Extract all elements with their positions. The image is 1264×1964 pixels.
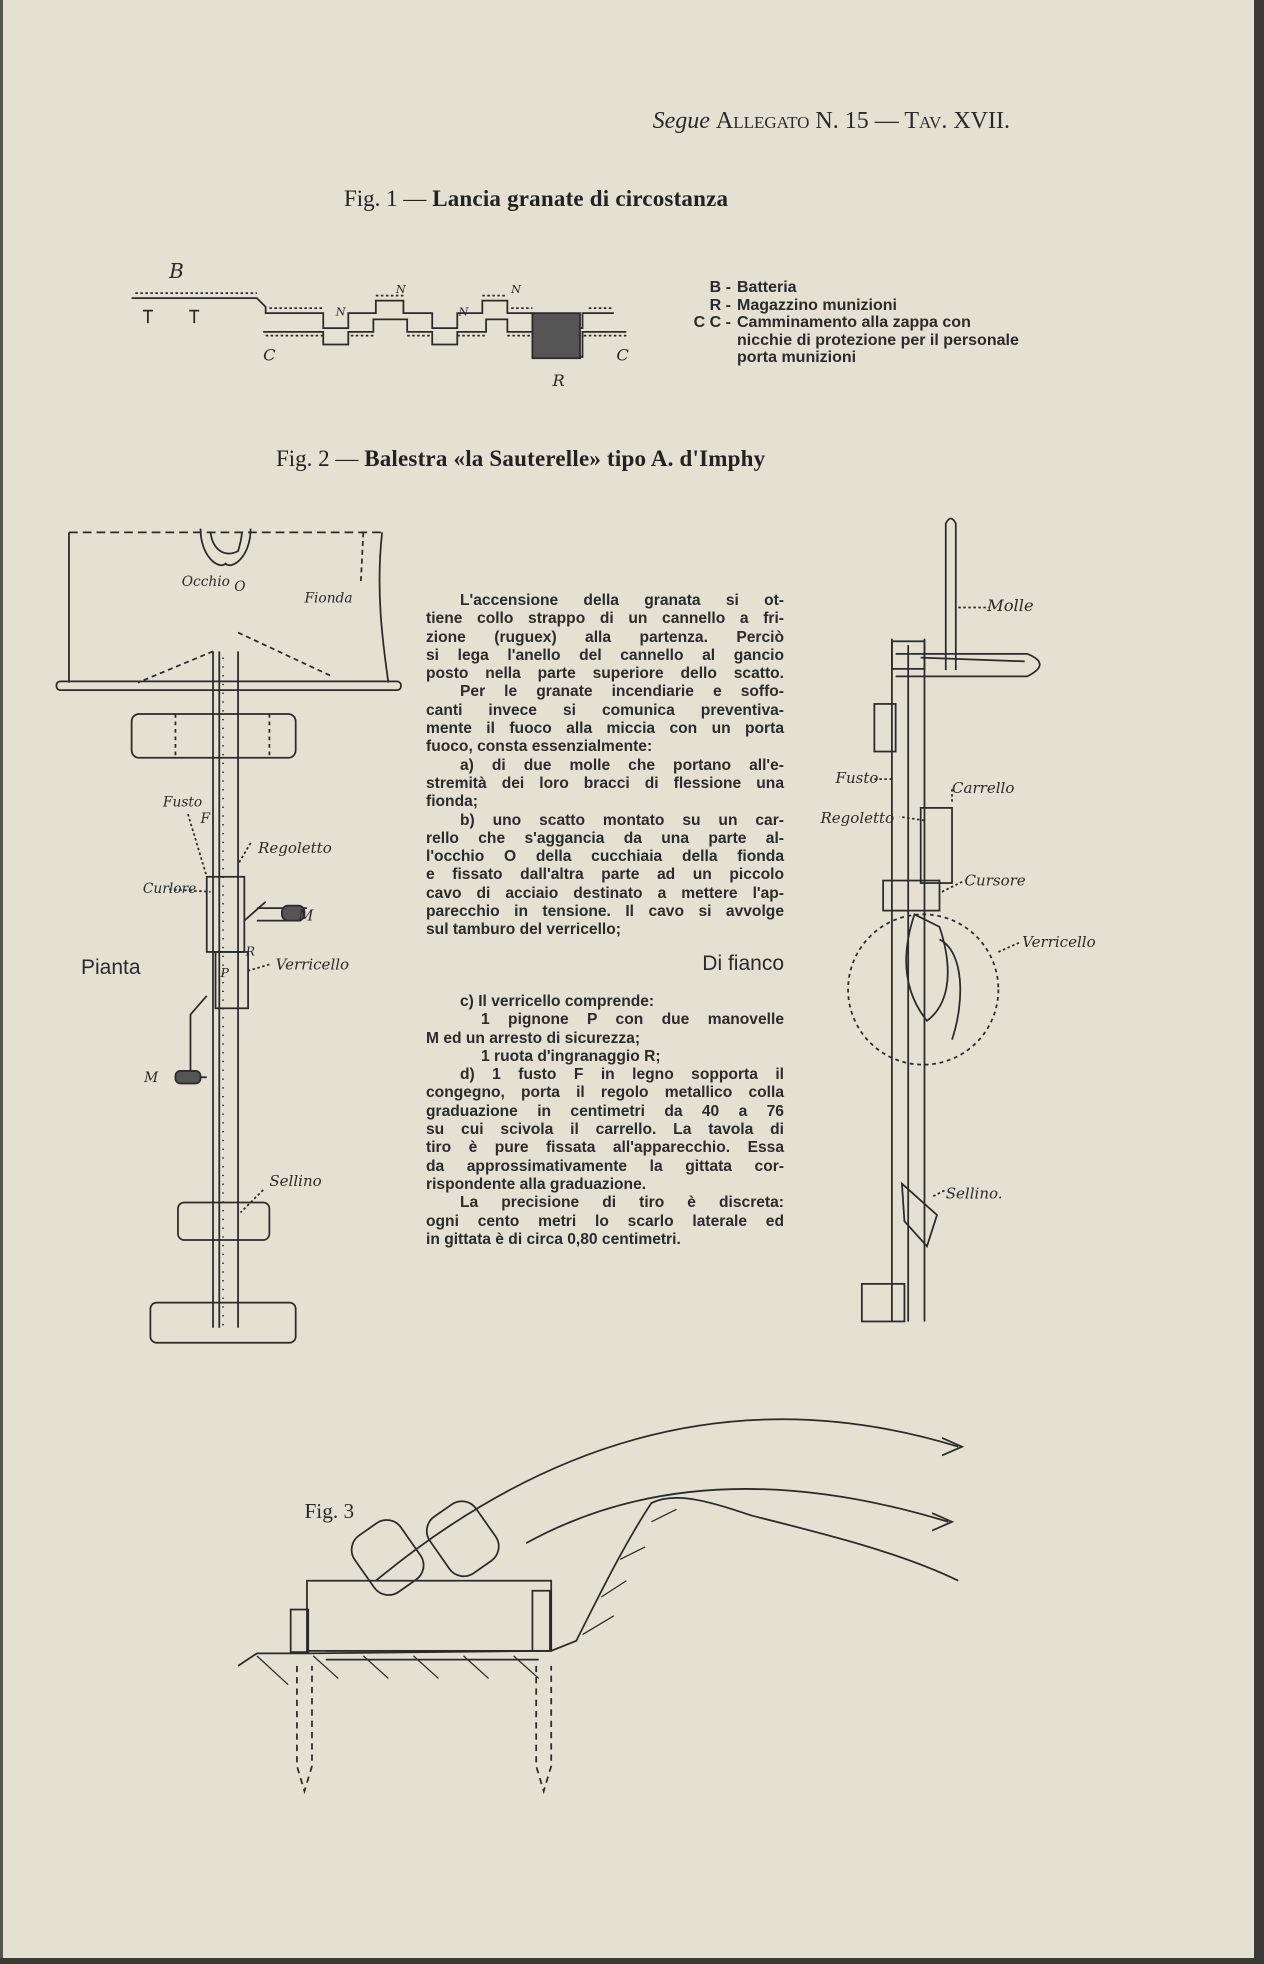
scan-edge-left — [0, 0, 3, 1964]
fig1-title: Fig. 1 — Lancia granate di circostanza — [344, 186, 728, 212]
legend-row: B - Batteria — [676, 279, 1037, 297]
fig2-title-text: Balestra «la Sauterelle» tipo A. d'Imphy — [364, 446, 766, 471]
text-line: Per le granate incendiarie e soffo- — [460, 683, 784, 701]
text-line: c) Il verricello comprende: — [460, 993, 655, 1010]
legend-row: C C - Camminamento alla zappa con nicchie… — [676, 314, 1037, 367]
label-sellino: Sellino — [269, 1172, 321, 1190]
fig1-title-text: Lancia granate di circostanza — [432, 186, 729, 211]
label-m: M — [143, 1070, 159, 1086]
label-fionda: Fionda — [303, 590, 352, 606]
fig1-label-n: N — [510, 283, 522, 296]
label-carrello: Carrello — [952, 779, 1014, 797]
text-line: 1 pignone P con due manovelle — [481, 1011, 784, 1029]
label-occhio: Occhio — [182, 574, 230, 590]
di-fianco-label: Di fianco — [702, 952, 784, 975]
label-o: O — [234, 579, 245, 595]
fig3-trajectory-drawing — [237, 1418, 965, 1795]
text-line: L'accensione della granata si ot- — [460, 592, 784, 609]
text-line: La precisione di tiro è discreta: — [460, 1194, 784, 1212]
fig1-label-n: N — [395, 283, 407, 296]
text-line: l'occhio O della cucchiaia della fionda — [426, 848, 784, 866]
text-line: M ed un arresto di sicurezza; — [426, 1029, 641, 1047]
fig1-label-r: R — [551, 371, 564, 390]
text-line: in gittata è di circa 0,80 centimetri. — [426, 1230, 681, 1248]
fig1-label-b: B — [168, 259, 184, 283]
text-line: sul tamburo del verricello; — [426, 921, 621, 939]
legend-key: B - — [709, 279, 731, 296]
text-line: da approssimativamente la gittata cor- — [426, 1157, 784, 1175]
crossbow-side-drawing — [847, 517, 1041, 1323]
label-regoletto: Regoletto — [257, 839, 332, 857]
crossbow-plan-drawing — [55, 528, 402, 1344]
label-verricello-side: Verricello — [1022, 933, 1095, 951]
fig1-label-n: N — [458, 306, 470, 319]
text-line: congegno, porta il regolo metallico coll… — [426, 1084, 784, 1102]
label-f: F — [199, 811, 210, 827]
fig1-label-n: N — [335, 306, 347, 319]
label-p: P — [220, 965, 230, 980]
fig1-prefix: Fig. 1 — — [344, 186, 427, 211]
legend-value: Magazzino munizioni — [737, 296, 897, 314]
label-cursore: Curlore — [143, 881, 196, 897]
text-line: tiene collo strappo di un cannello a fri… — [426, 610, 784, 628]
legend-key: R - — [709, 296, 731, 314]
label-fusto-side: Fusto — [835, 769, 879, 787]
text-line: stremità dei loro bracci di flessione un… — [426, 774, 784, 792]
fig1-trench-diagram — [131, 292, 627, 360]
text-line: rispondente alla graduazione. — [426, 1175, 647, 1193]
label-regoletto-side: Regoletto — [820, 809, 895, 827]
scan-edge-bottom — [0, 1958, 1264, 1964]
text-line: 1 ruota d'ingranaggio R; — [481, 1047, 661, 1065]
text-line: rello che s'aggancia da una parte al- — [426, 829, 784, 847]
text-line: fionda; — [426, 793, 478, 811]
running-header: Segue Allegato N. 15 — Tav. XVII. — [560, 108, 1010, 135]
text-line: b) uno scatto montato su un car- — [460, 811, 784, 829]
label-molle: Molle — [986, 596, 1033, 615]
scan-edge-right — [1254, 0, 1264, 1964]
text-line: graduazione in centimetri da 40 a 76 — [426, 1102, 784, 1120]
text-line: mente il fuoco alla miccia con un porta — [426, 720, 784, 738]
legend-row: R - Magazzino munizioni — [676, 297, 1037, 315]
label-cursore-side: Cursore — [965, 872, 1026, 890]
text-line: cavo di acciaio destinato a mettere l'ap… — [426, 884, 784, 902]
header-segue: Segue — [652, 108, 710, 134]
text-line: e fissato dall'altra parte ad un piccolo — [426, 866, 784, 884]
text-line: d) 1 fusto F in legno sopporta il — [460, 1066, 784, 1084]
fig1-legend: B - Batteria R - Magazzino munizioni C C -… — [676, 279, 1037, 367]
description-text-1: L'accensione della granata si ot- tiene … — [426, 592, 784, 940]
legend-value: Batteria — [737, 279, 797, 296]
text-line: ogni cento metri lo scarlo laterale ed — [426, 1212, 784, 1230]
fig3-label: Fig. 3 — [304, 1499, 354, 1523]
label-m: M — [297, 907, 314, 925]
text-line: tiro è pure fissata all'apparecchio. Ess… — [426, 1139, 784, 1157]
pianta-label: Pianta — [81, 956, 141, 979]
text-line: canti invece si comunica preventiva- — [426, 701, 784, 719]
label-sellino-side: Sellino. — [946, 1185, 1003, 1203]
legend-value: Camminamento alla zappa con nicchie di p… — [737, 314, 1019, 366]
text-line: parecchio in tensione. Il cavo si avvolg… — [426, 903, 784, 921]
header-allegato: Allegato N. 15 — Tav. XVII. — [715, 108, 1010, 134]
fig1-label-c: C — [616, 346, 629, 365]
label-fusto: Fusto — [162, 795, 202, 811]
fig2-title: Fig. 2 — Balestra «la Sauterelle» tipo A… — [276, 446, 765, 472]
text-line: si lega l'anello del cannello al gancio — [426, 646, 784, 664]
label-r: R — [245, 944, 255, 959]
legend-key: C C - — [693, 314, 731, 331]
text-line: su cui scivola il carrello. La tavola di — [426, 1121, 784, 1139]
text-line: fuoco, consta essenzialmente: — [426, 738, 653, 756]
label-verricello: Verricello — [276, 955, 349, 973]
fig1-label-c: C — [263, 346, 276, 365]
text-line: posto nella parte superiore dello scatto… — [426, 665, 784, 683]
text-line: a) di due molle che portano all'e- — [460, 756, 784, 774]
fig2-prefix: Fig. 2 — — [276, 446, 359, 471]
description-text-2: c) Il verricello comprende: 1 pignone P … — [426, 993, 784, 1249]
text-line: zione (ruguex) alla partenza. Perciò — [426, 628, 784, 646]
